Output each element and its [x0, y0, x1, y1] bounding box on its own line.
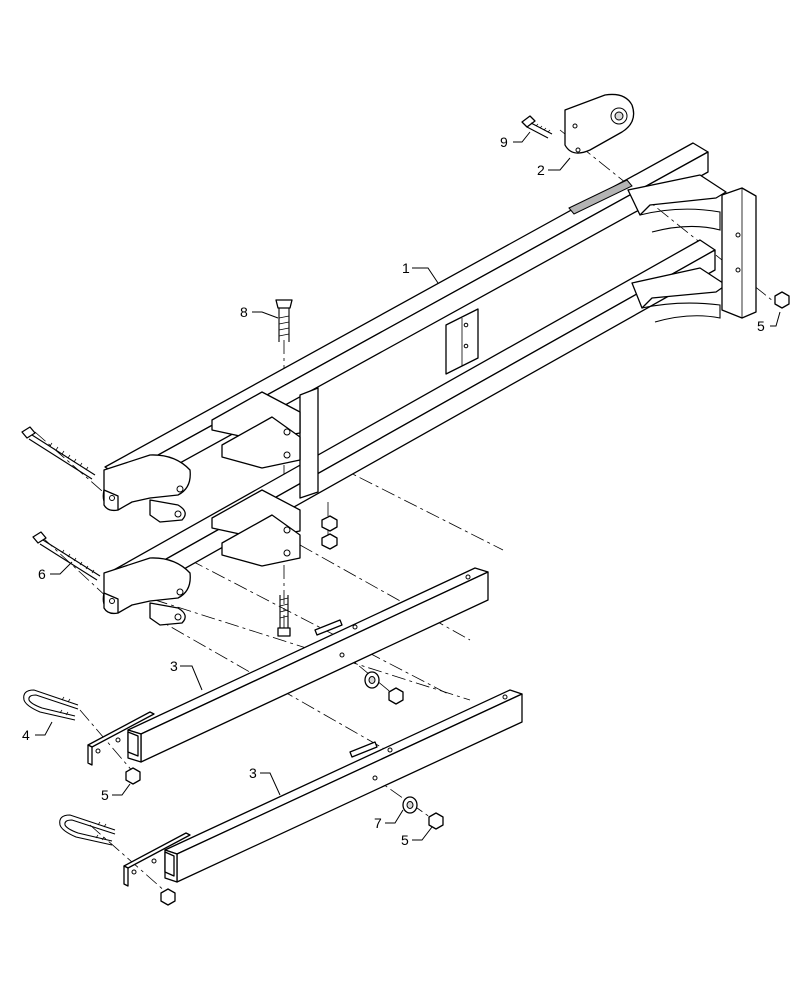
callout-6: 6: [38, 566, 46, 582]
callout-1: 1: [402, 260, 410, 276]
bolt-small: [521, 115, 553, 139]
u-bolts: [23, 689, 116, 846]
square-tube-lower: [123, 689, 523, 887]
callouts: 1 2 3 3 4 5 5 5 6 7 8 9: [22, 134, 765, 848]
callout-2: 2: [537, 162, 545, 178]
vertical-bolts: [275, 299, 293, 637]
bracket-plate: [564, 93, 635, 154]
callout-3-lower: 3: [249, 765, 257, 781]
callout-3-upper: 3: [170, 658, 178, 674]
long-bolts: [21, 426, 101, 581]
assembly-lines: [34, 129, 779, 901]
washers: [364, 671, 418, 814]
callout-9: 9: [500, 134, 508, 150]
callout-8: 8: [240, 304, 248, 320]
main-frame: [102, 142, 757, 626]
callout-5-left: 5: [101, 787, 109, 803]
callout-7: 7: [374, 815, 382, 831]
hex-nuts: [125, 291, 790, 906]
leader-lines: [35, 131, 781, 841]
callout-5-rear: 5: [757, 318, 765, 334]
callout-4: 4: [22, 727, 30, 743]
callout-5-right: 5: [401, 832, 409, 848]
square-tube-upper: [87, 567, 489, 766]
